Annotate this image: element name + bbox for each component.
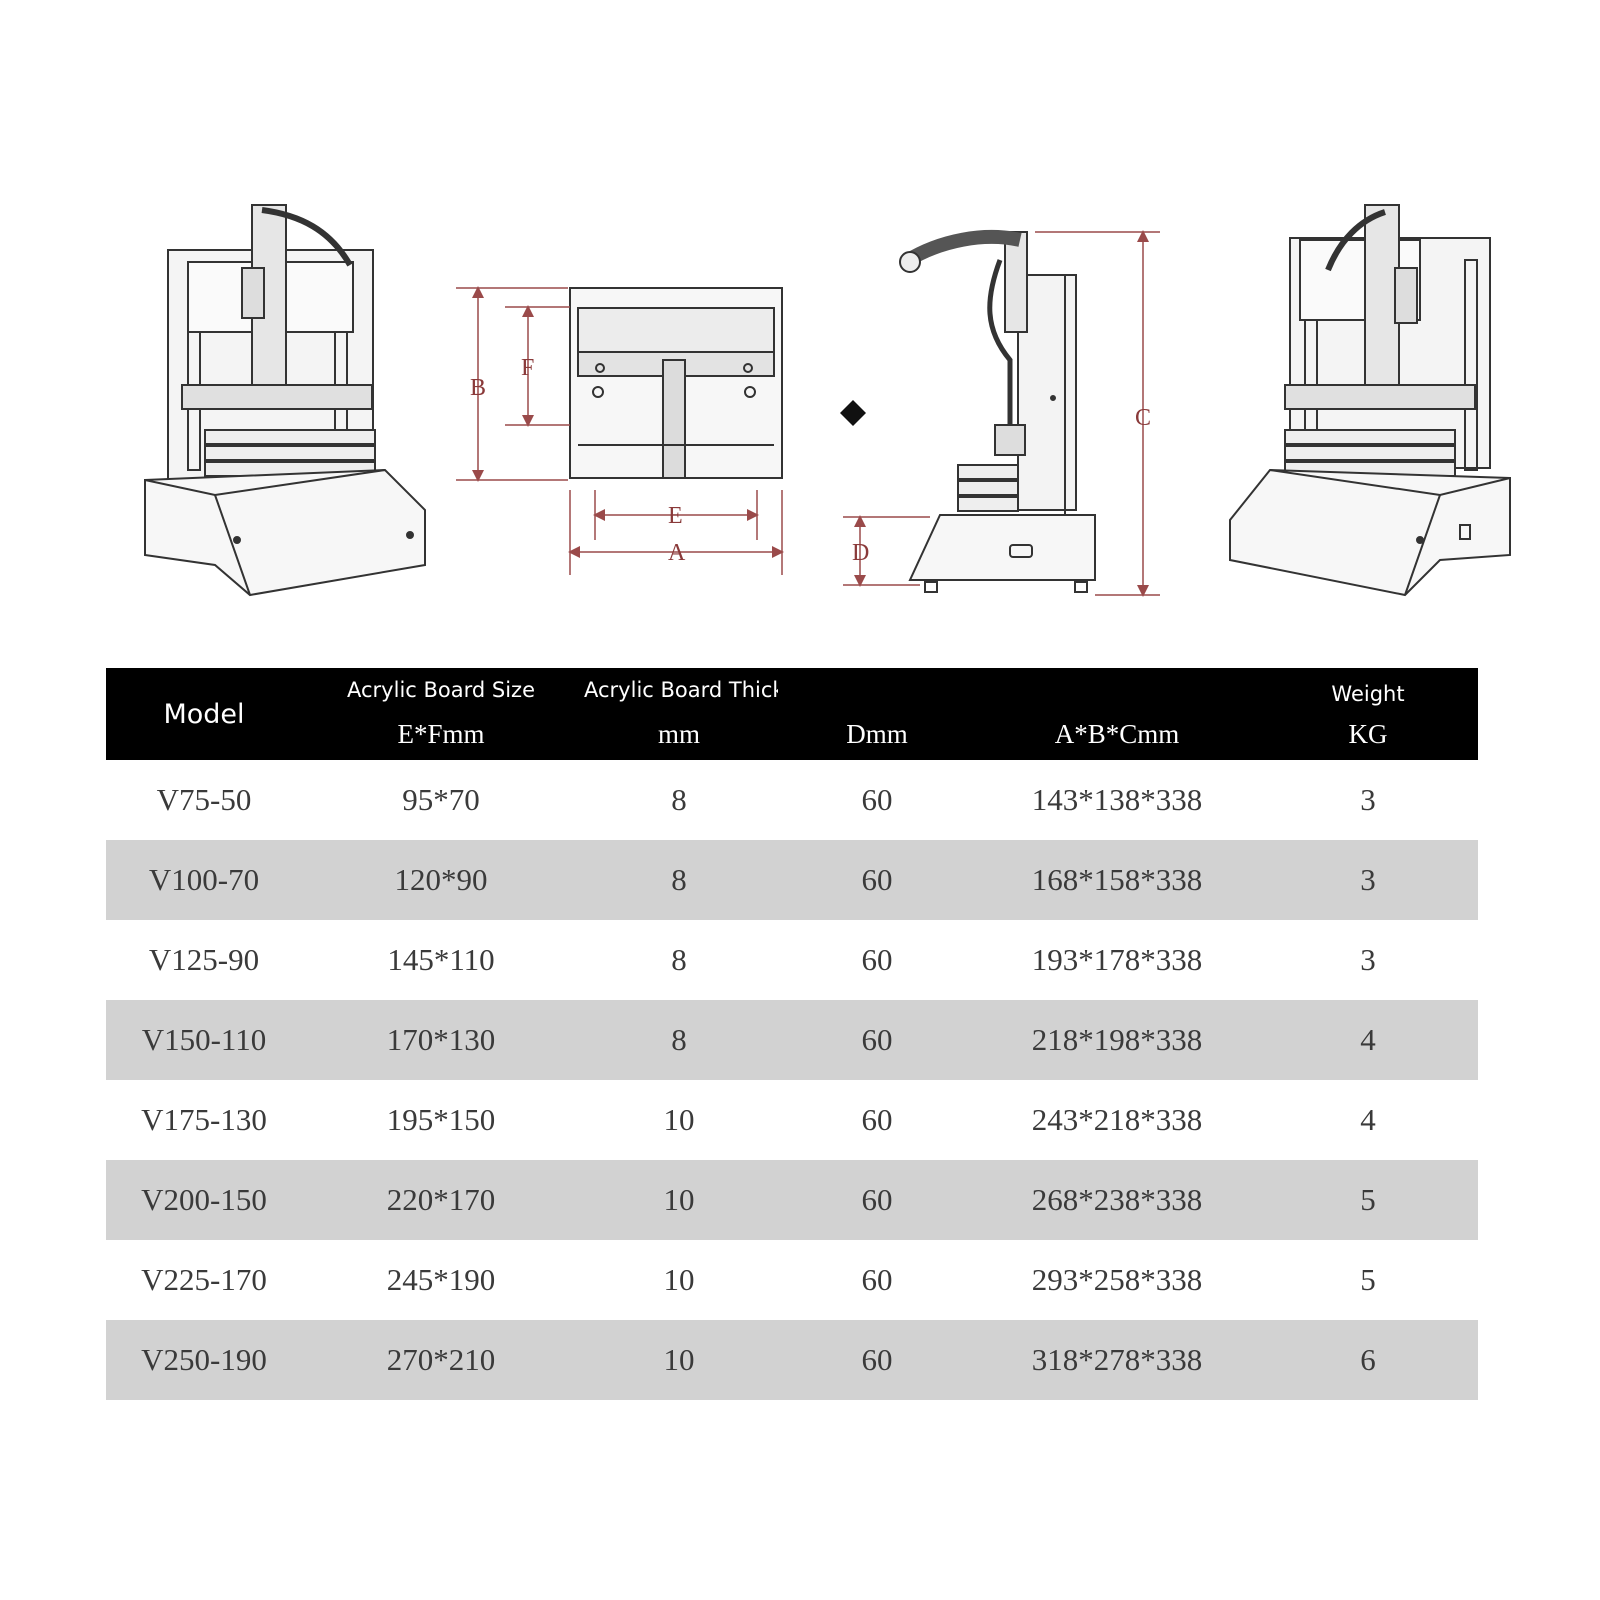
cell-abc: 243*218*338 — [1031, 1102, 1203, 1137]
table-row: V75-50 95*70 8 60 143*138*338 3 — [106, 760, 1478, 840]
header-board-thickness: Acrylic Board Thickness mm — [580, 668, 833, 760]
cell-size: 145*110 — [387, 942, 495, 977]
table-row: V250-190 270*210 10 60 318*278*338 6 — [106, 1320, 1478, 1400]
cell-model: V100-70 — [106, 840, 302, 920]
cell-thickness: 8 — [671, 942, 687, 977]
cell-abc: 318*278*338 — [976, 1320, 1258, 1400]
cell-model: V175-130 — [141, 1102, 267, 1137]
dim-label-d: D — [852, 540, 869, 566]
cell-d: 60 — [778, 1160, 976, 1240]
header-model: Model — [106, 668, 302, 760]
table-row: V200-150 220*170 10 60 268*238*338 5 — [106, 1160, 1478, 1240]
cell-size: 220*170 — [302, 1160, 580, 1240]
back-press-machine-icon — [1229, 204, 1511, 597]
cell-abc: 143*138*338 — [1031, 782, 1203, 817]
table-header-row: Model Acrylic Board Size E*Fmm Acrylic B… — [106, 668, 1478, 760]
cell-d: 60 — [778, 840, 976, 920]
spec-table: Model Acrylic Board Size E*Fmm Acrylic B… — [106, 668, 1478, 1400]
cell-abc: 293*258*338 — [1031, 1262, 1203, 1297]
cell-thickness: 10 — [663, 1102, 695, 1137]
cell-size: 95*70 — [402, 782, 480, 817]
side-press-machine-icon: C D — [843, 229, 1160, 597]
header-d: Dmm — [778, 668, 976, 760]
cell-model: V250-190 — [106, 1320, 302, 1400]
cell-weight: 3 — [1360, 942, 1376, 977]
cell-weight: 3 — [1360, 782, 1376, 817]
cell-weight: 4 — [1360, 1102, 1376, 1137]
front-press-machine-icon — [144, 204, 426, 597]
cell-d: 60 — [861, 782, 893, 817]
cell-model: V225-170 — [141, 1262, 267, 1297]
cell-abc: 268*238*338 — [976, 1160, 1258, 1240]
header-abc: A*B*Cmm — [976, 668, 1258, 760]
cell-size: 270*210 — [302, 1320, 580, 1400]
cell-size: 120*90 — [302, 840, 580, 920]
cell-thickness: 8 — [580, 1000, 778, 1080]
cell-abc: 168*158*338 — [976, 840, 1258, 920]
cell-d: 60 — [861, 1262, 893, 1297]
cell-d: 60 — [861, 1102, 893, 1137]
cell-size: 170*130 — [302, 1000, 580, 1080]
cell-weight: 5 — [1360, 1262, 1376, 1297]
table-row: V100-70 120*90 8 60 168*158*338 3 — [106, 840, 1478, 920]
cell-size: 245*190 — [386, 1262, 496, 1297]
cell-model: V150-110 — [106, 1000, 302, 1080]
cell-d: 60 — [778, 1320, 976, 1400]
table-row: V175-130 195*150 10 60 243*218*338 4 — [106, 1080, 1478, 1160]
cell-weight: 6 — [1258, 1320, 1478, 1400]
cell-d: 60 — [778, 1000, 976, 1080]
cell-thickness: 8 — [671, 782, 687, 817]
top-board-view-icon: B F E A — [456, 286, 784, 575]
header-weight: Weight KG — [1258, 668, 1478, 760]
cell-abc: 193*178*338 — [1031, 942, 1203, 977]
product-illustrations: B F E A — [0, 0, 1600, 640]
cell-thickness: 10 — [663, 1262, 695, 1297]
cell-thickness: 8 — [580, 840, 778, 920]
cell-model: V200-150 — [106, 1160, 302, 1240]
cell-weight: 5 — [1258, 1160, 1478, 1240]
dim-label-e: E — [668, 503, 683, 529]
cell-model: V125-90 — [148, 942, 260, 977]
dim-label-f: F — [521, 355, 534, 381]
dim-label-a: A — [668, 540, 686, 566]
cell-weight: 3 — [1258, 840, 1478, 920]
diamond-bullet-icon — [840, 400, 866, 426]
table-row: V225-170 245*190 10 60 293*258*338 5 — [106, 1240, 1478, 1320]
cell-size: 195*150 — [386, 1102, 496, 1137]
cell-model: V75-50 — [156, 782, 252, 817]
table-row: V150-110 170*130 8 60 218*198*338 4 — [106, 1000, 1478, 1080]
cell-abc: 218*198*338 — [976, 1000, 1258, 1080]
dim-label-c: C — [1135, 405, 1151, 431]
cell-d: 60 — [861, 942, 893, 977]
cell-weight: 4 — [1258, 1000, 1478, 1080]
table-row: V125-90 145*110 8 60 193*178*338 3 — [106, 920, 1478, 1000]
cell-thickness: 10 — [580, 1160, 778, 1240]
cell-thickness: 10 — [580, 1320, 778, 1400]
dim-label-b: B — [470, 375, 486, 401]
header-board-size: Acrylic Board Size E*Fmm — [302, 668, 580, 760]
